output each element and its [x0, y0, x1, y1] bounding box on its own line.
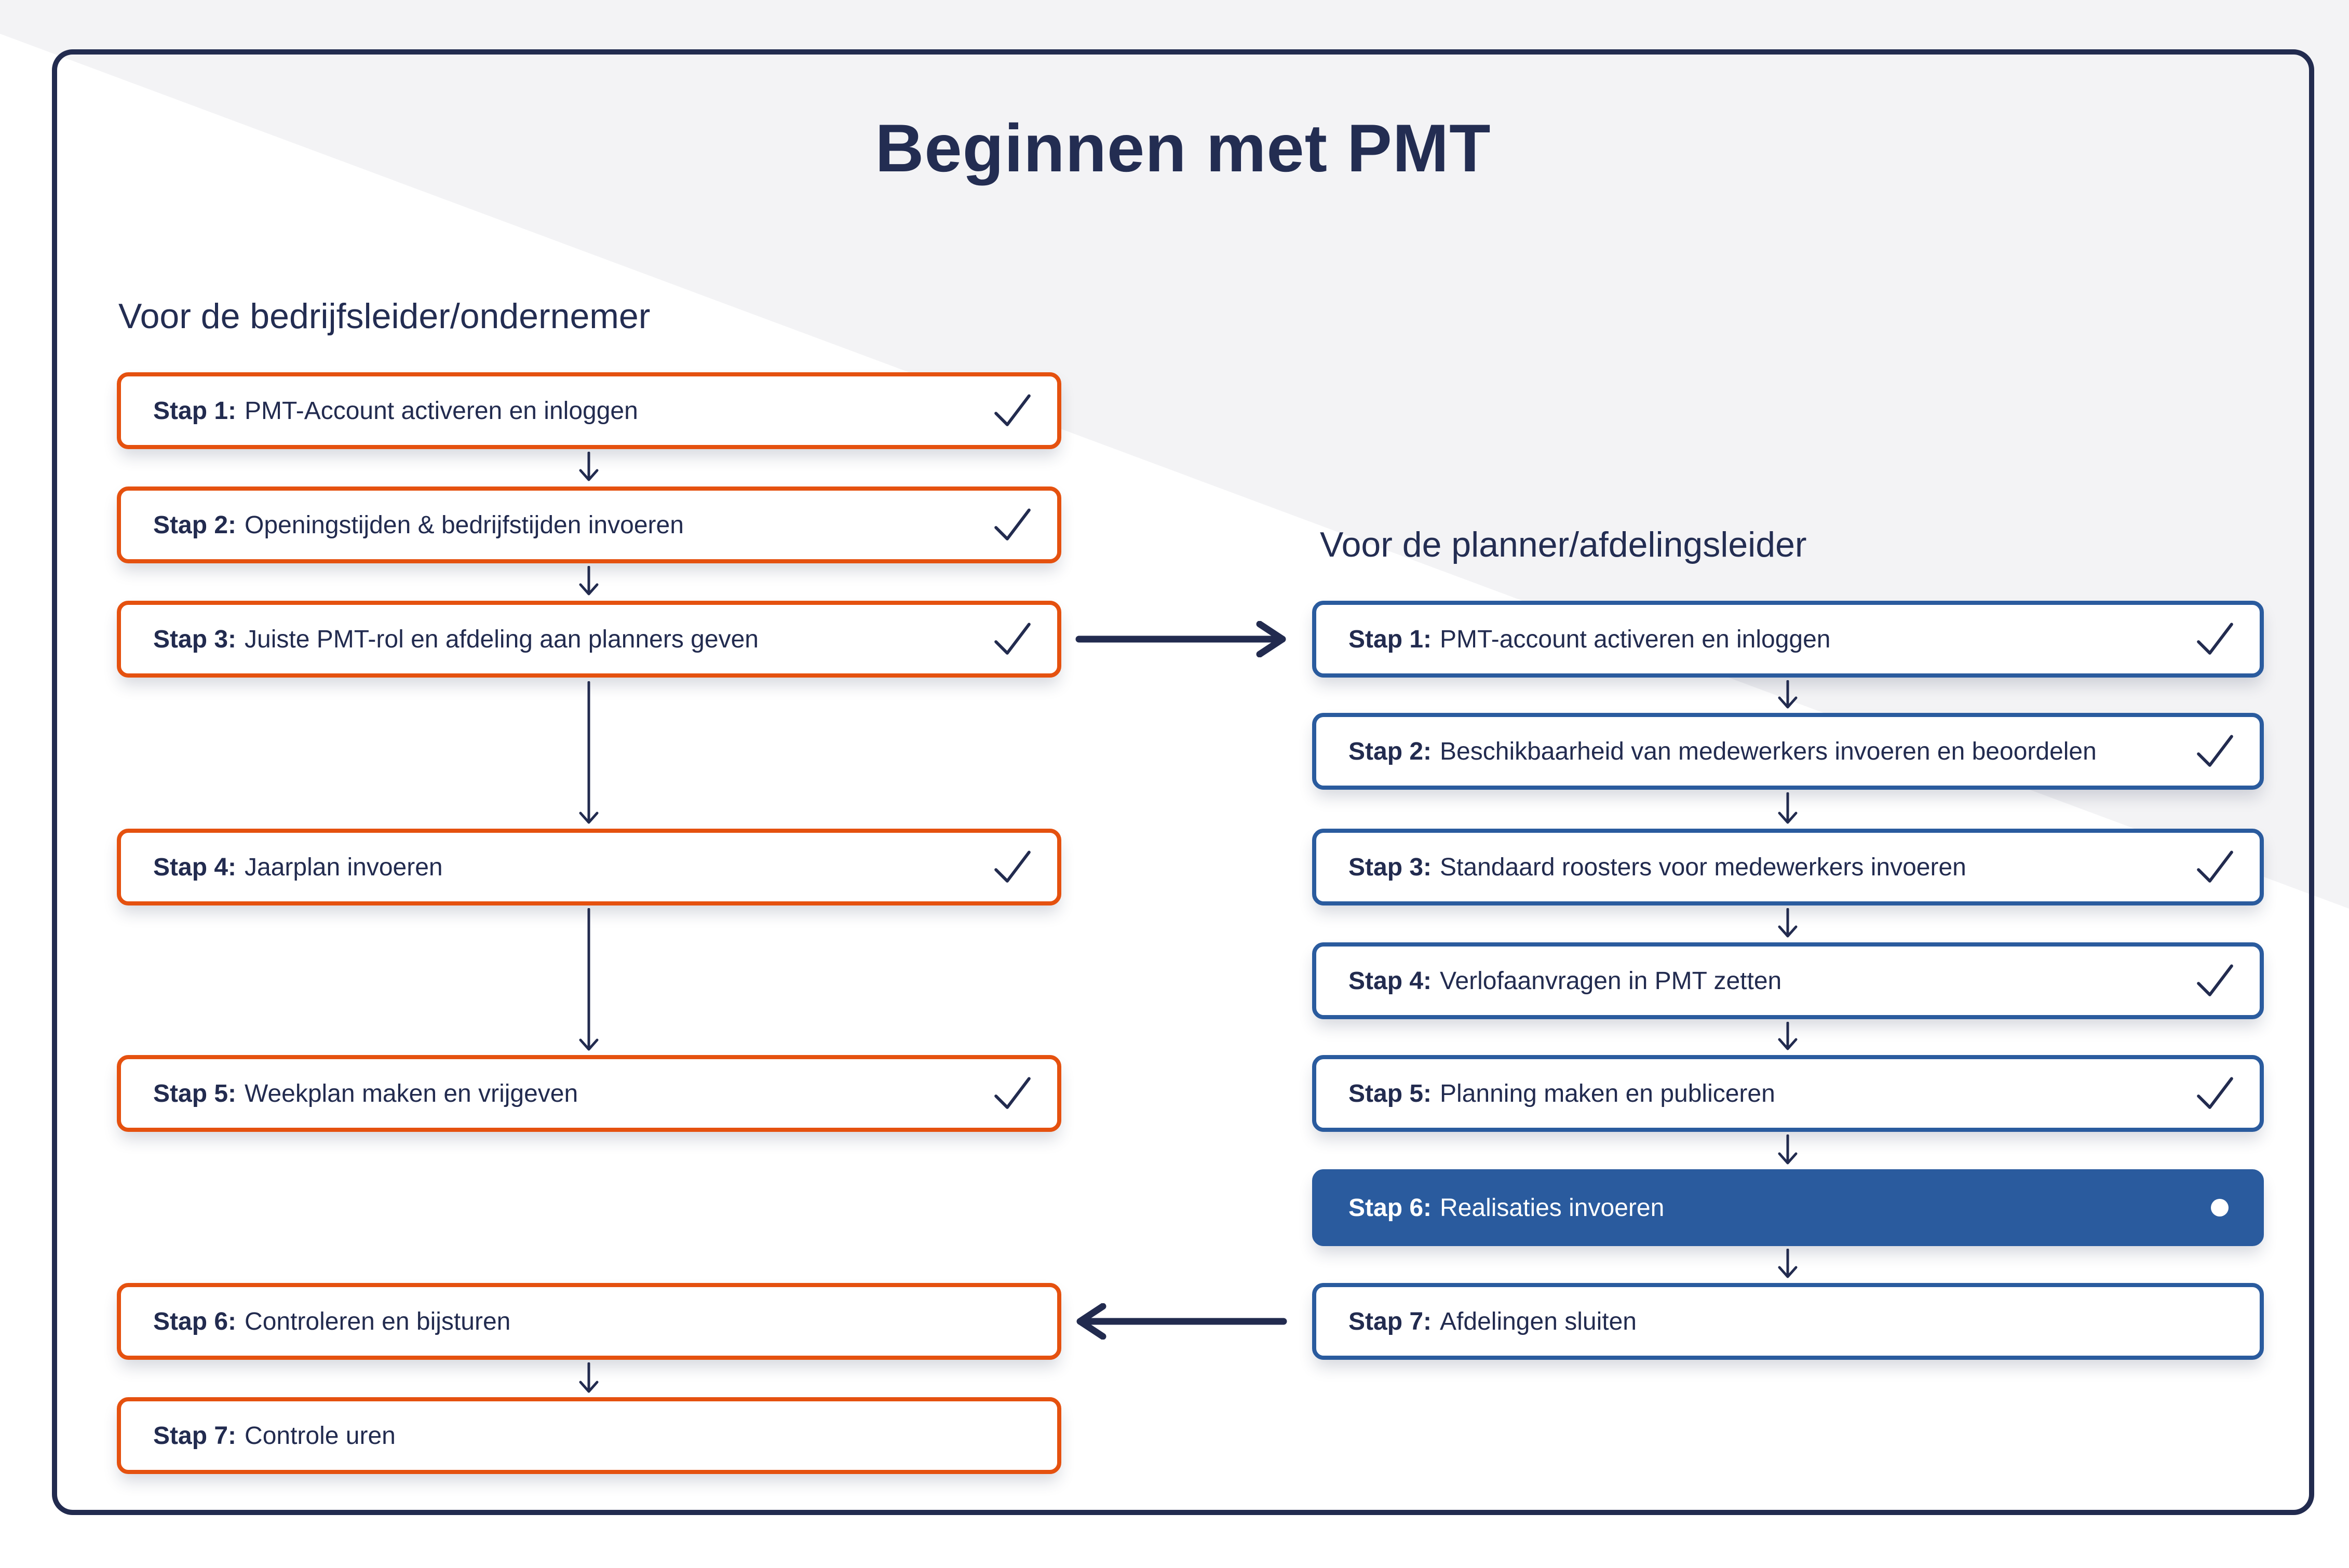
- step-text: PMT-account activeren en inloggen: [1440, 625, 1831, 653]
- step-text: Afdelingen sluiten: [1440, 1307, 1637, 1335]
- step-text: Controle uren: [245, 1422, 396, 1450]
- arrow-down-icon: [579, 908, 599, 1051]
- step-text: Jaarplan invoeren: [245, 853, 443, 881]
- step-text: Standaard roosters voor medewerkers invo…: [1440, 853, 1966, 881]
- step-text: Verlofaanvragen in PMT zetten: [1440, 967, 1782, 995]
- step-label: Stap 4:: [153, 853, 237, 881]
- arrow-down-icon: [579, 1362, 599, 1393]
- left-step-3-box: Stap 3: Juiste PMT-rol en afdeling aan p…: [117, 601, 1061, 678]
- step-text: Juiste PMT-rol en afdeling aan planners …: [245, 625, 759, 653]
- right-step-3-box: Stap 3: Standaard roosters voor medewerk…: [1312, 829, 2264, 905]
- step-text: PMT-Account activeren en inloggen: [245, 397, 638, 425]
- arrow-down-icon: [1778, 680, 1798, 709]
- check-icon: [2197, 850, 2233, 883]
- arrow-right-icon: [1075, 621, 1286, 657]
- step-text: Controleren en bijsturen: [245, 1307, 511, 1335]
- step-text: Openingstijden & bedrijfstijden invoeren: [245, 511, 684, 539]
- step-label: Stap 5:: [153, 1079, 237, 1107]
- arrow-left-icon: [1076, 1303, 1287, 1340]
- arrow-down-icon: [579, 681, 599, 824]
- check-icon: [2197, 964, 2233, 996]
- left-step-5-box: Stap 5: Weekplan maken en vrijgeven: [117, 1055, 1061, 1132]
- step-label: Stap 2:: [153, 511, 237, 539]
- arrow-down-icon: [579, 452, 599, 481]
- right-step-6-box-active: Stap 6: Realisaties invoeren: [1312, 1169, 2264, 1246]
- arrow-down-icon: [1778, 1249, 1798, 1278]
- left-step-7-box: Stap 7: Controle uren: [117, 1397, 1061, 1474]
- step-label: Stap 1:: [1348, 625, 1432, 653]
- check-icon: [994, 623, 1031, 655]
- check-icon: [994, 508, 1031, 540]
- step-label: Stap 5:: [1348, 1079, 1432, 1107]
- arrow-down-icon: [1778, 908, 1798, 938]
- check-icon: [2197, 1077, 2233, 1109]
- step-label: Stap 6:: [1348, 1194, 1432, 1222]
- step-text: Weekplan maken en vrijgeven: [245, 1079, 578, 1107]
- right-step-5-box: Stap 5: Planning maken en publiceren: [1312, 1055, 2264, 1132]
- check-icon: [994, 850, 1031, 883]
- content-card-border: [52, 49, 2314, 1515]
- left-step-6-box: Stap 6: Controleren en bijsturen: [117, 1283, 1061, 1360]
- step-label: Stap 2:: [1348, 737, 1432, 765]
- check-icon: [994, 1077, 1031, 1109]
- right-step-4-box: Stap 4: Verlofaanvragen in PMT zetten: [1312, 942, 2264, 1019]
- step-label: Stap 7:: [1348, 1307, 1432, 1335]
- right-step-2-box: Stap 2: Beschikbaarheid van medewerkers …: [1312, 713, 2264, 790]
- check-icon: [994, 394, 1031, 426]
- dot-icon: [2211, 1199, 2229, 1216]
- step-label: Stap 1:: [153, 397, 237, 425]
- page-title: Beginnen met PMT: [875, 110, 1491, 186]
- right-column-header: Voor de planner/afdelingsleider: [1320, 525, 1807, 564]
- step-text: Planning maken en publiceren: [1440, 1079, 1775, 1107]
- right-step-1-box: Stap 1: PMT-account activeren en inlogge…: [1312, 601, 2264, 678]
- left-column-header: Voor de bedrijfsleider/ondernemer: [118, 296, 651, 336]
- step-label: Stap 7:: [153, 1422, 237, 1450]
- check-icon: [2197, 735, 2233, 767]
- left-step-4-box: Stap 4: Jaarplan invoeren: [117, 829, 1061, 905]
- arrow-down-icon: [1778, 1134, 1798, 1165]
- step-label: Stap 3:: [153, 625, 237, 653]
- right-step-7-box: Stap 7: Afdelingen sluiten: [1312, 1283, 2264, 1360]
- step-label: Stap 4:: [1348, 967, 1432, 995]
- left-step-1-box: Stap 1: PMT-Account activeren en inlogge…: [117, 372, 1061, 449]
- step-text: Realisaties invoeren: [1440, 1194, 1665, 1222]
- step-text: Beschikbaarheid van medewerkers invoeren…: [1440, 737, 2097, 765]
- arrow-down-icon: [1778, 1022, 1798, 1050]
- left-step-2-box: Stap 2: Openingstijden & bedrijfstijden …: [117, 486, 1061, 563]
- arrow-down-icon: [1778, 792, 1798, 824]
- check-icon: [2197, 623, 2233, 655]
- arrow-down-icon: [579, 566, 599, 596]
- step-label: Stap 6:: [153, 1307, 237, 1335]
- step-label: Stap 3:: [1348, 853, 1432, 881]
